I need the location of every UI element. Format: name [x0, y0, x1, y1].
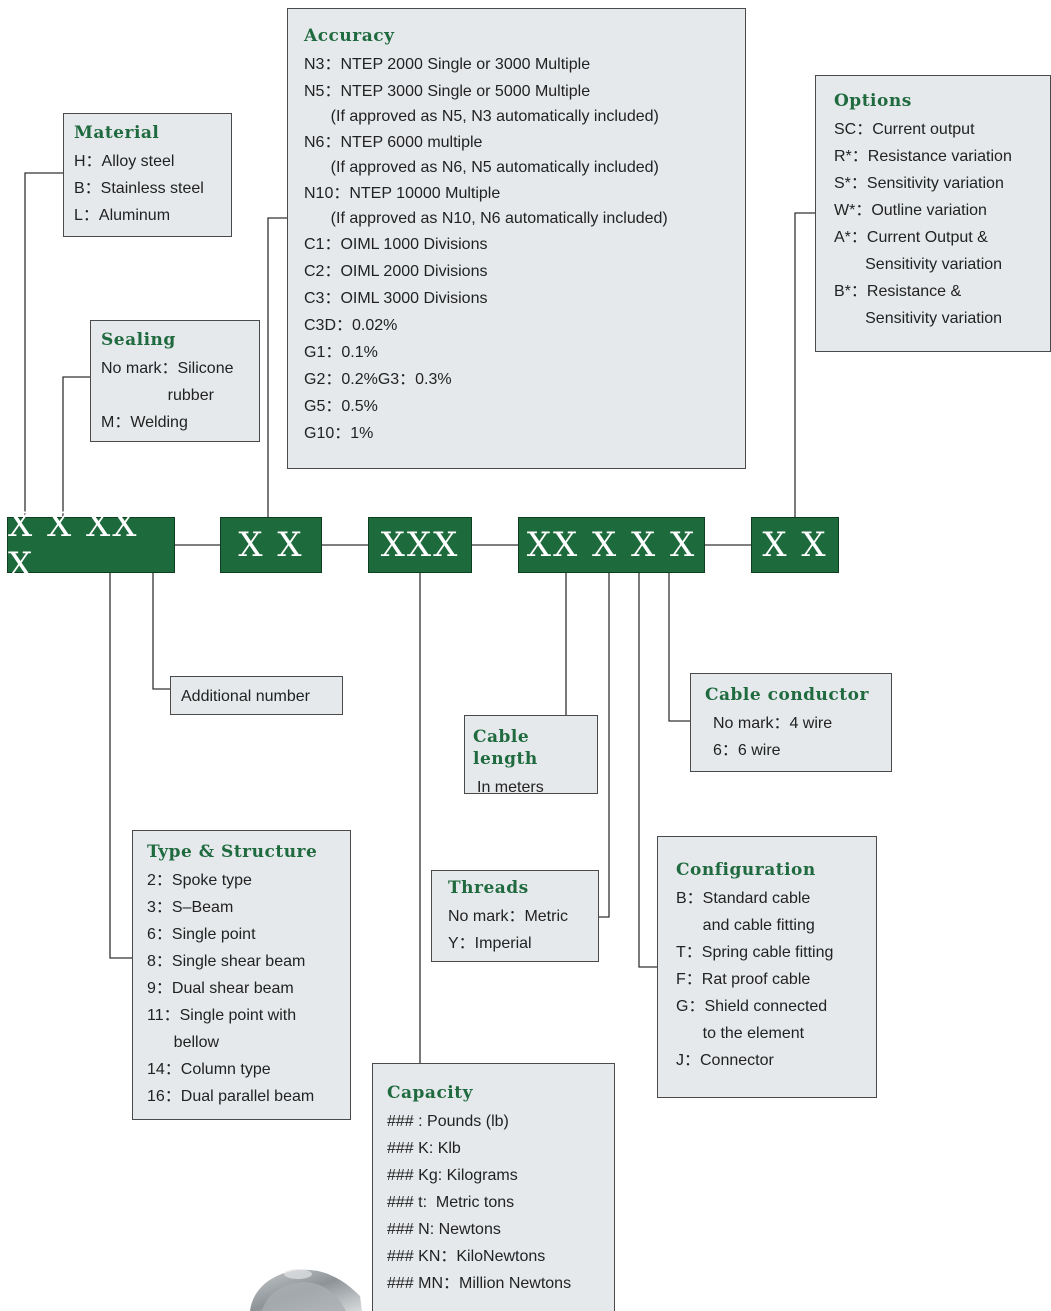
sealing-option: rubber [101, 387, 214, 404]
sealing-option: M：Welding [101, 414, 188, 431]
code-segment-capacity: XXX [368, 517, 472, 573]
threads-title: Threads [448, 878, 529, 898]
options-option: S*：Sensitivity variation [834, 175, 1004, 192]
options-box: Options SC：Current output R*：Resistance … [815, 75, 1051, 352]
capacity-option: ### Kg: Kilograms [387, 1167, 518, 1184]
threads-box: Threads No mark：Metric Y：Imperial [431, 870, 599, 962]
capacity-option: ### K: Klb [387, 1140, 461, 1157]
configuration-option: T：Spring cable fitting [676, 944, 834, 961]
configuration-option: F：Rat proof cable [676, 971, 811, 988]
options-option: Sensitivity variation [834, 310, 1003, 327]
accuracy-option: C3D：0.02% [304, 317, 398, 334]
configuration-option: J：Connector [676, 1052, 774, 1069]
accuracy-box: Accuracy N3：NTEP 2000 Single or 3000 Mul… [287, 8, 746, 469]
cable-length-box: Cable length In meters [464, 715, 598, 796]
capacity-option: ### MN：Million Newtons [387, 1275, 572, 1292]
type-structure-option: 11：Single point with [147, 1007, 297, 1024]
accuracy-option: N6：NTEP 6000 multiple [304, 134, 483, 151]
code-segment-options: X X [751, 517, 839, 573]
material-option: L：Aluminum [74, 207, 171, 224]
accuracy-note: (If approved as N10, N6 automatically in… [304, 210, 668, 227]
capacity-option: ### : Pounds (lb) [387, 1113, 509, 1130]
threads-option: No mark：Metric [448, 908, 569, 925]
material-title: Material [74, 123, 160, 143]
accuracy-option: N5：NTEP 3000 Single or 5000 Multiple [304, 83, 591, 100]
threads-option: Y：Imperial [448, 935, 532, 952]
type-structure-option: 16：Dual parallel beam [147, 1088, 315, 1105]
type-structure-option: 9：Dual shear beam [147, 980, 294, 997]
options-option: B*：Resistance & [834, 283, 962, 300]
capacity-title: Capacity [387, 1083, 473, 1103]
type-structure-option: 14：Column type [147, 1061, 271, 1078]
material-box: Material H：Alloy steel B：Stainless steel… [63, 113, 232, 237]
configuration-option: and cable fitting [676, 917, 815, 934]
accuracy-option: G2：0.2%G3：0.3% [304, 371, 452, 388]
type-structure-title: Type & Structure [147, 842, 318, 862]
options-option: SC：Current output [834, 121, 975, 138]
capacity-option: ### KN：KiloNewtons [387, 1248, 546, 1265]
accuracy-note: (If approved as N6, N5 automatically inc… [304, 159, 659, 176]
capacity-option: ### N: Newtons [387, 1221, 501, 1238]
sealing-box: Sealing No mark：Silicone rubber M：Weldin… [90, 320, 260, 442]
accuracy-option: G1：0.1% [304, 344, 378, 361]
accuracy-option: C3：OIML 3000 Divisions [304, 290, 488, 307]
accuracy-option: G5：0.5% [304, 398, 378, 415]
cable-conductor-option: No mark：4 wire [713, 715, 833, 732]
cable-length-title: Cable length [473, 727, 538, 769]
cable-conductor-option: 6：6 wire [713, 742, 781, 759]
options-option: W*：Outline variation [834, 202, 987, 219]
accuracy-option: N3：NTEP 2000 Single or 3000 Multiple [304, 56, 591, 73]
options-option: R*：Resistance variation [834, 148, 1012, 165]
code-segment-material-sealing-type: X X XX X [7, 505, 175, 585]
cable-conductor-title: Cable conductor [705, 685, 869, 705]
sealing-title: Sealing [101, 330, 176, 350]
options-option: Sensitivity variation [834, 256, 1003, 273]
type-structure-option: 6：Single point [147, 926, 256, 943]
additional-number-label: Additional number [181, 688, 310, 705]
configuration-box: Configuration B：Standard cable and cable… [657, 836, 877, 1098]
type-structure-option: 8：Single shear beam [147, 953, 306, 970]
type-structure-option: 3：S–Beam [147, 899, 234, 916]
type-structure-box: Type & Structure 2：Spoke type 3：S–Beam 6… [132, 830, 351, 1120]
material-option: B：Stainless steel [74, 180, 204, 197]
options-option: A*：Current Output & [834, 229, 988, 246]
accuracy-option: C1：OIML 1000 Divisions [304, 236, 488, 253]
material-option: H：Alloy steel [74, 153, 175, 170]
accuracy-title: Accuracy [304, 26, 395, 46]
accuracy-option: N10：NTEP 10000 Multiple [304, 185, 501, 202]
accuracy-note: (If approved as N5, N3 automatically inc… [304, 108, 659, 125]
type-structure-option: bellow [147, 1034, 220, 1051]
sealing-option: No mark：Silicone [101, 360, 234, 377]
type-structure-option: 2：Spoke type [147, 872, 252, 889]
configuration-option: B：Standard cable [676, 890, 811, 907]
capacity-option: ### t: Metric tons [387, 1194, 515, 1211]
cable-length-option: In meters [477, 779, 544, 796]
code-segment-accuracy: X X [220, 517, 322, 573]
cable-conductor-box: Cable conductor No mark：4 wire 6：6 wire [690, 673, 892, 772]
configuration-title: Configuration [676, 860, 816, 880]
accuracy-option: C2：OIML 2000 Divisions [304, 263, 488, 280]
load-cell-product-image [250, 1269, 362, 1311]
configuration-option: G：Shield connected [676, 998, 828, 1015]
code-segment-cable: XX X X X [518, 517, 705, 573]
capacity-box: Capacity ### : Pounds (lb) ### K: Klb ##… [372, 1063, 615, 1311]
options-title: Options [834, 91, 912, 111]
accuracy-option: G10：1% [304, 425, 374, 442]
configuration-option: to the element [676, 1025, 805, 1042]
additional-number-box: Additional number [170, 676, 343, 715]
